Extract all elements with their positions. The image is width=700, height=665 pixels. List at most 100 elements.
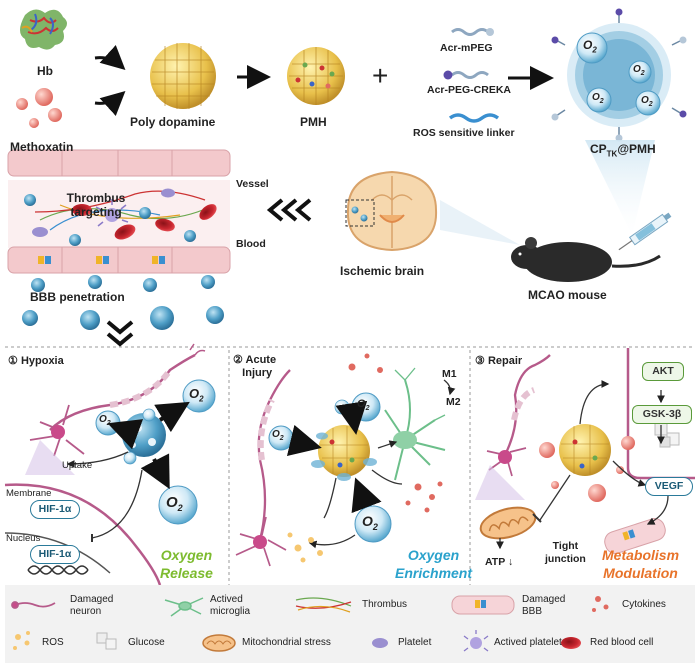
panel2-neuron: [235, 369, 291, 567]
panel2-pmh: [318, 425, 370, 477]
nanoparticle: [184, 230, 196, 242]
membrane: [4, 483, 162, 586]
nanoparticle: [24, 194, 36, 206]
neuron-glow: [25, 440, 75, 475]
o2-text-p2-d: O2: [362, 513, 378, 532]
o2-text-product-1: O2: [583, 38, 597, 55]
label-bbb-penetration: BBB penetration: [30, 290, 125, 304]
legend-glucose-icon: [96, 632, 117, 650]
o2-bubble-p1-d: [142, 408, 156, 422]
red-blood-cell: [114, 224, 136, 240]
o2-text-p1-c: O2: [166, 494, 183, 513]
panel1-nanoparticle: [122, 413, 166, 457]
panel-dividers: [5, 346, 695, 585]
activated-platelet: [95, 199, 129, 227]
neuron-soma: [253, 535, 267, 549]
gsk-box: GSK-3β: [632, 405, 692, 424]
platelet: [32, 227, 48, 237]
ischemic-brain: [345, 170, 438, 252]
cptk-pmh-nanoparticle: [551, 8, 687, 142]
legend-cytokines: Cytokines: [622, 599, 666, 610]
chevrons-left: [266, 198, 312, 222]
label-acr-peg-creka: Acr-PEG-CREKA: [427, 84, 512, 96]
label-thrombus-targeting: Thrombus targeting: [66, 191, 126, 219]
label-methoxatin: Methoxatin: [10, 140, 74, 154]
penetrated-nanoparticles: [22, 275, 224, 330]
legend-thrombus: Thrombus: [362, 599, 408, 610]
nucleus-membrane: [4, 532, 111, 574]
panel2-to-microglia: [377, 440, 398, 449]
label-uptake: Uptake: [62, 460, 93, 471]
label-ros-linker: ROS sensitive linker: [413, 127, 515, 139]
nanoparticle: [139, 207, 151, 219]
akt-box: AKT: [642, 362, 684, 381]
o2-bubble-p1-c: [158, 485, 198, 525]
o2-text-product-4: O2: [641, 95, 653, 108]
o2-text-p2-b: O2: [357, 398, 370, 413]
red-blood-cell: [72, 204, 92, 216]
acr-peg-creka-icon: [443, 70, 489, 80]
label-cptk-pmh: CPTK@PMH: [590, 142, 656, 158]
panel2-arrows: [286, 400, 382, 514]
label-polydopamine: Poly dopamine: [130, 115, 216, 129]
legend-thrombus-icon: [295, 597, 352, 613]
legend-damaged-neuron-icon: [11, 601, 56, 609]
panel3-axon-sheath: [511, 387, 536, 421]
polydopamine-particle: [150, 43, 216, 109]
panel2-title: ② Acute Injury: [233, 354, 277, 379]
legend-platelet: Platelet: [398, 637, 432, 648]
nanoparticle: [69, 234, 81, 246]
label-acr-mpeg: Acr-mPEG: [440, 42, 493, 54]
legend-platelet-icon: [372, 638, 388, 648]
panel1-release-arrows: [107, 401, 190, 490]
red-blood-cell: [199, 204, 217, 220]
legend-glucose: Glucose: [128, 637, 165, 648]
panel2-axon-sheath: [257, 398, 275, 461]
neuron-glow-p3: [475, 465, 525, 500]
hif-box-nucleus: HIF-1α: [30, 545, 80, 564]
legend-bbb-icon: [451, 595, 515, 615]
panel3-pmh: [559, 424, 611, 476]
o2-bubble-product-2: [628, 60, 652, 84]
mitochondrion: [479, 506, 537, 540]
o2-bubble-product-3: [586, 87, 612, 113]
o2-text-p1-a: O2: [99, 414, 111, 427]
dna-icon: [27, 565, 89, 575]
glucose-cubes: [654, 422, 680, 448]
label-cptk-suffix: @PMH: [617, 142, 656, 156]
legend-background: [5, 585, 695, 663]
uptake-arrow: [66, 451, 129, 468]
o2-text-p2-a: O2: [272, 429, 284, 442]
atp-down-arrow: ↓: [507, 556, 514, 568]
o2-text-product-3: O2: [592, 92, 604, 105]
label-pmh: PMH: [300, 115, 327, 129]
injection-cone: [585, 140, 655, 235]
syringe: [618, 212, 672, 251]
legend-cytokines-icon: [592, 596, 609, 612]
panel1-neuron: [29, 343, 206, 457]
atp-text: ATP: [485, 556, 506, 568]
panel3-inhibit-mito-bar: [532, 513, 542, 523]
panel3-corner-membrane: [626, 348, 695, 480]
acr-mpeg-icon: [451, 28, 494, 36]
hif-box-cytoplasm: HIF-1α: [30, 500, 80, 519]
legend-mito-icon: [202, 634, 236, 652]
o2-bubble-product-4: [635, 90, 661, 116]
panel3-neuron: [486, 354, 551, 477]
label-cptk-sub: TK: [606, 149, 618, 159]
arrow-hb-to-pda: [94, 45, 126, 71]
o2-text-p1-b: O2: [189, 386, 204, 404]
label-membrane: Membrane: [6, 488, 52, 499]
panel2-inhibit-cytokines: [371, 469, 403, 485]
red-blood-cell: [155, 218, 175, 232]
neuron-soma: [51, 425, 65, 439]
o2-text-product-2: O2: [633, 64, 645, 77]
panel1-title: ① Hypoxia: [8, 355, 64, 367]
